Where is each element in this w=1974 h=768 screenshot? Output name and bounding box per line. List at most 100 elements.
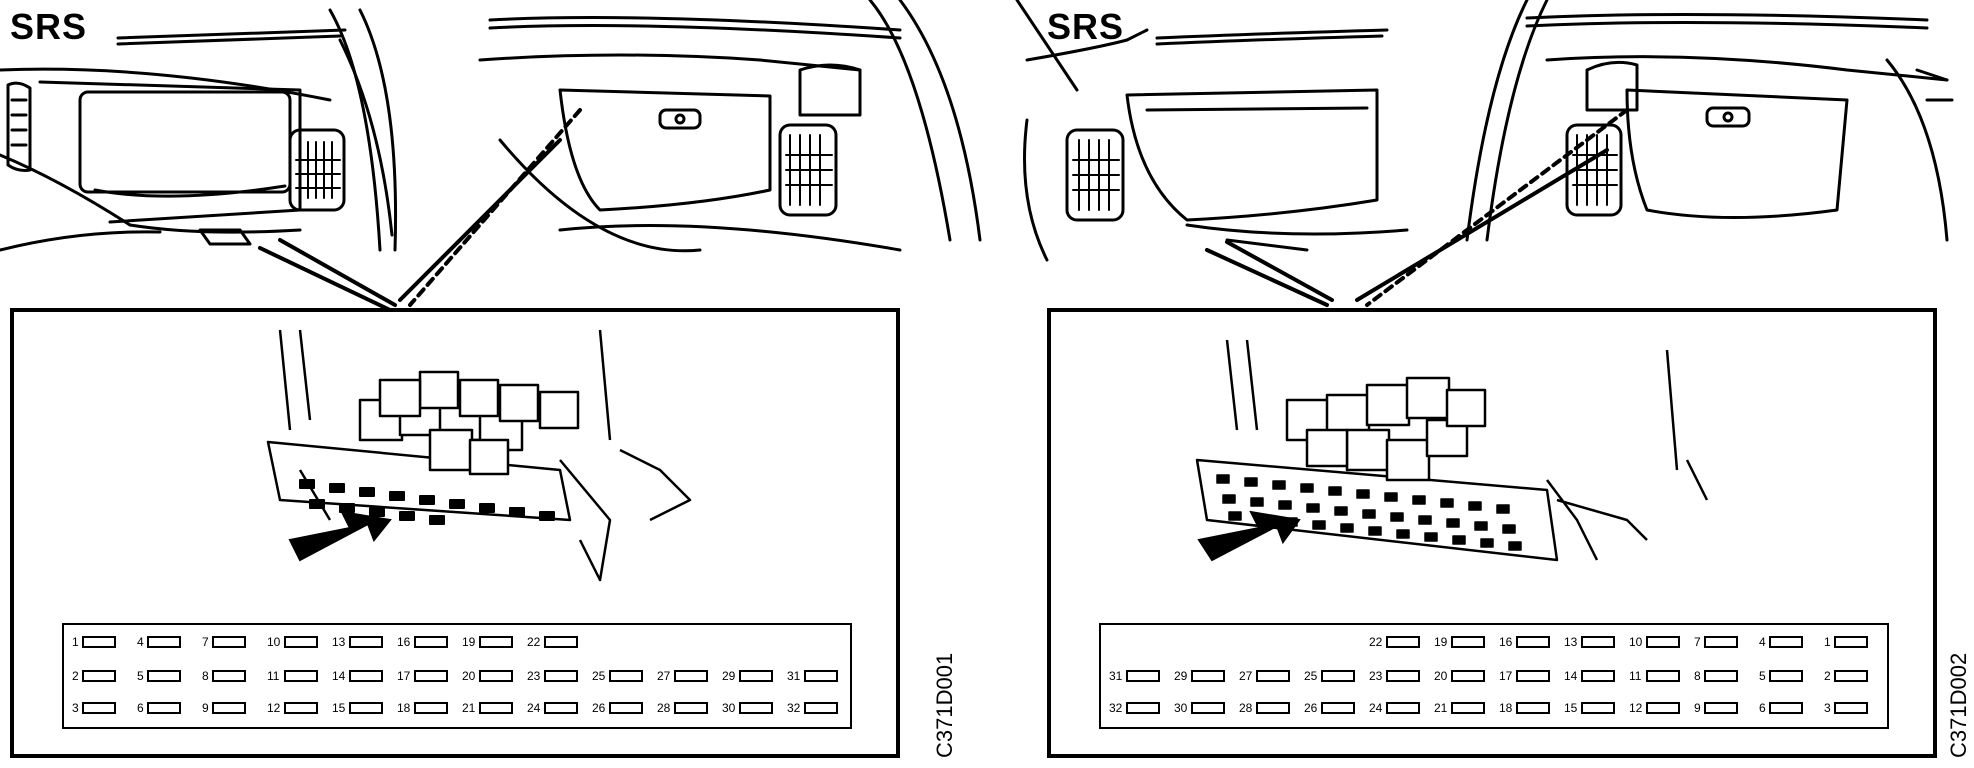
fuse-box-icon (414, 670, 448, 682)
fuse-number: 24 (527, 701, 541, 715)
fuse-number: 26 (1304, 701, 1318, 715)
inset-frame (10, 308, 900, 758)
arrow-icon (288, 510, 392, 562)
fuse-box-icon (349, 636, 383, 648)
fuse-number: 30 (722, 701, 736, 715)
fuse-box-icon (479, 670, 513, 682)
fuse-number: 5 (1759, 669, 1766, 683)
fuse-number: 4 (1759, 635, 1766, 649)
fuse-box-icon (212, 702, 246, 714)
fuse-number: 29 (1174, 669, 1188, 683)
fuse-number: 15 (332, 701, 346, 715)
fuse-number: 30 (1174, 701, 1188, 715)
fuse-number: 7 (202, 635, 209, 649)
fuse-box-icon (739, 670, 773, 682)
fuse-number: 1 (1824, 635, 1831, 649)
fuse-box-icon (82, 670, 116, 682)
fuse-number: 18 (1499, 701, 1513, 715)
fuse-box-icon (544, 636, 578, 648)
fuse-number: 31 (787, 669, 801, 683)
fuse-number: 16 (1499, 635, 1513, 649)
fuse-box-icon (1191, 702, 1225, 714)
fuse-box-icon (1516, 670, 1550, 682)
fuse-box-icon (1386, 702, 1420, 714)
fuse-number: 13 (1564, 635, 1578, 649)
fuse-number: 12 (267, 701, 281, 715)
fuse-number: 17 (397, 669, 411, 683)
fuse-number: 31 (1109, 669, 1123, 683)
fuse-box-icon (349, 702, 383, 714)
fuse-box-icon (609, 702, 643, 714)
fuse-number: 13 (332, 635, 346, 649)
fuse-number: 27 (1239, 669, 1253, 683)
fuse-number: 6 (137, 701, 144, 715)
fuse-box-icon (1704, 702, 1738, 714)
fuse-box-icon (544, 702, 578, 714)
fuse-number: 12 (1629, 701, 1643, 715)
fuse-box-icon (284, 670, 318, 682)
fuse-box-icon (1126, 670, 1160, 682)
fuse-number: 28 (657, 701, 671, 715)
diagram-panel-right: SRS (987, 0, 1974, 768)
fuse-box-icon (1451, 702, 1485, 714)
fuse-number: 24 (1369, 701, 1383, 715)
fuse-number: 8 (1694, 669, 1701, 683)
fuse-box-icon (609, 670, 643, 682)
fuse-box-icon (1386, 636, 1420, 648)
fuse-number: 21 (1434, 701, 1448, 715)
fuse-number: 28 (1239, 701, 1253, 715)
fuse-number: 32 (1109, 701, 1123, 715)
fuse-number: 6 (1759, 701, 1766, 715)
fuse-box-icon (1581, 670, 1615, 682)
fuse-box-icon (1646, 670, 1680, 682)
relay-assembly-left (266, 329, 692, 582)
fuse-box-icon (1321, 670, 1355, 682)
fuse-box-icon (1451, 670, 1485, 682)
fuse-number: 23 (1369, 669, 1383, 683)
fuse-box-icon (349, 670, 383, 682)
fuse-box-icon (1256, 702, 1290, 714)
fuse-box-icon (212, 670, 246, 682)
figure-code: C371D002 (1942, 610, 1971, 760)
fuse-number: 5 (137, 669, 144, 683)
fuse-number: 1 (72, 635, 79, 649)
arrow-icon (1197, 510, 1301, 562)
fuse-number: 15 (1564, 701, 1578, 715)
fuse-box-icon (1834, 636, 1868, 648)
fuse-box-icon (479, 636, 513, 648)
fuse-number: 29 (722, 669, 736, 683)
fuse-number: 19 (1434, 635, 1448, 649)
fuse-number: 32 (787, 701, 801, 715)
fuse-number: 10 (267, 635, 281, 649)
fuse-box-icon (1321, 702, 1355, 714)
fuse-number: 25 (592, 669, 606, 683)
fuse-number: 3 (72, 701, 79, 715)
fuse-box-icon (1704, 636, 1738, 648)
fuse-box-icon (284, 702, 318, 714)
fuse-box-icon (1769, 670, 1803, 682)
fuse-number: 20 (462, 669, 476, 683)
fuse-box-icon (147, 670, 181, 682)
fuse-box-icon (674, 670, 708, 682)
fuse-box-icon (1834, 670, 1868, 682)
fuse-box-icon (1704, 670, 1738, 682)
fuse-box-icon (1516, 702, 1550, 714)
fuse-box-icon (804, 670, 838, 682)
figure-code: C371D001 (928, 610, 958, 760)
srs-label: SRS (10, 6, 88, 47)
fuse-box-icon (674, 702, 708, 714)
fuse-number: 22 (1369, 635, 1383, 649)
fuse-box-icon (1769, 702, 1803, 714)
dashboard-illustration-right (1015, 0, 1954, 562)
fuse-number: 10 (1629, 635, 1643, 649)
fuse-number: 26 (592, 701, 606, 715)
fuse-number: 23 (527, 669, 541, 683)
